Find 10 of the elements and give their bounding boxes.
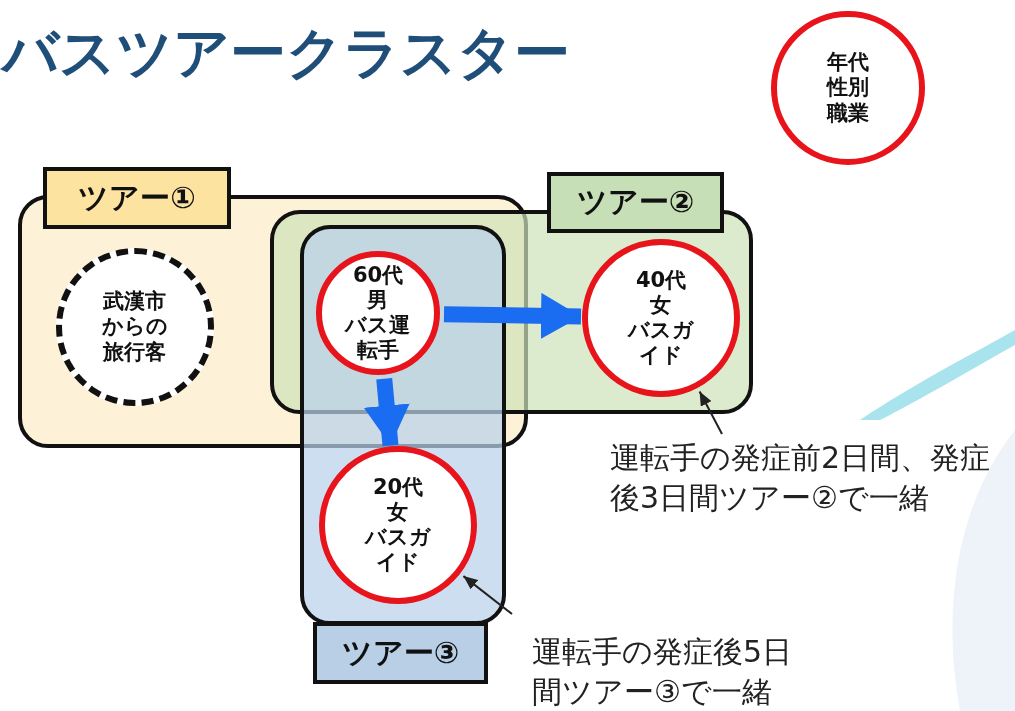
leader-line <box>698 390 723 435</box>
tour-label: ツアー② <box>547 172 724 233</box>
tour-label: ツアー③ <box>313 622 488 684</box>
note-text: 運転手の発症前2日間、発症後3日間ツアー②で一緒 <box>610 438 1008 518</box>
title: バスツアークラスター <box>2 19 570 87</box>
arrow <box>443 292 582 339</box>
arrow <box>363 377 410 447</box>
person-circle: 年代 性別 職業 <box>771 11 925 165</box>
note-text: 運転手の発症後5日間ツアー③で一緒 <box>532 632 820 711</box>
tour-label: ツアー① <box>43 167 231 229</box>
